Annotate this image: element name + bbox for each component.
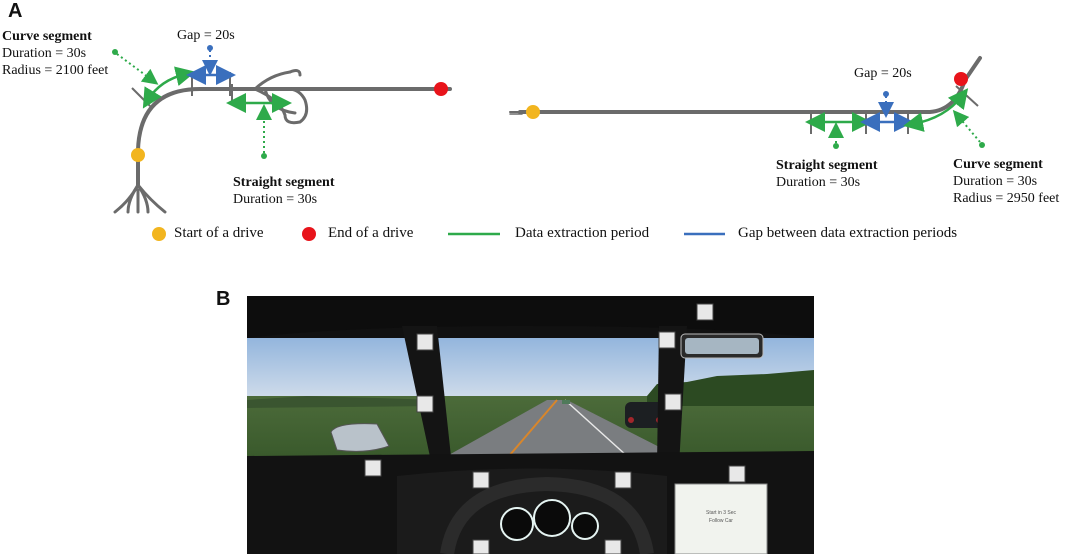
legend-end-label: End of a drive — [328, 225, 414, 241]
legend-start-icon — [152, 227, 166, 241]
left-start-marker — [131, 148, 145, 162]
left-straight-duration: Duration = 30s — [233, 192, 318, 207]
left-curve-duration: Duration = 30s — [2, 46, 87, 61]
right-curve-title: Curve segment — [953, 157, 1043, 172]
road-diagram — [112, 45, 985, 241]
left-gap-label: Gap = 20s — [177, 28, 235, 43]
left-curve-pointer-dot — [112, 49, 118, 55]
left-curve-pointer — [116, 53, 159, 85]
right-curve-pointer — [952, 109, 981, 143]
left-tick-1 — [131, 87, 151, 107]
left-straight-title: Straight segment — [233, 175, 335, 190]
legend-start-label: Start of a drive — [174, 225, 264, 241]
left-end-marker — [434, 82, 448, 96]
right-straight-duration: Duration = 30s — [776, 175, 861, 190]
right-gap-label: Gap = 20s — [854, 66, 912, 81]
simulator-scene — [247, 296, 814, 554]
legend-gap-label: Gap between data extraction periods — [738, 225, 958, 241]
panel-label-b: B — [216, 288, 231, 310]
right-straight-pointer-dot — [833, 143, 839, 149]
legend-end-icon — [302, 227, 316, 241]
legend-extraction-label: Data extraction period — [515, 225, 650, 241]
panel-label-a: A — [8, 0, 23, 22]
right-start-marker — [526, 105, 540, 119]
tablet-text-line1: Start in 3 Sec — [705, 510, 736, 516]
right-curve-radius: Radius = 2950 feet — [953, 191, 1060, 206]
left-gap-pointer-dot — [207, 45, 213, 51]
left-curve-radius: Radius = 2100 feet — [2, 63, 109, 78]
right-curve-duration: Duration = 30s — [953, 174, 1038, 189]
right-gap-pointer-dot — [883, 91, 889, 97]
simulator-photo: Start in 3 Sec Follow Car — [247, 296, 814, 554]
right-curve-pointer-dot — [979, 142, 985, 148]
left-straight-pointer-dot — [261, 153, 267, 159]
tablet-text-line2: Follow Car — [709, 518, 733, 524]
right-curve-extraction-arrow — [903, 88, 969, 132]
right-straight-title: Straight segment — [776, 158, 878, 173]
left-curve-extraction-arrow — [142, 66, 196, 109]
left-curve-title: Curve segment — [2, 29, 92, 44]
right-end-marker — [954, 72, 968, 86]
